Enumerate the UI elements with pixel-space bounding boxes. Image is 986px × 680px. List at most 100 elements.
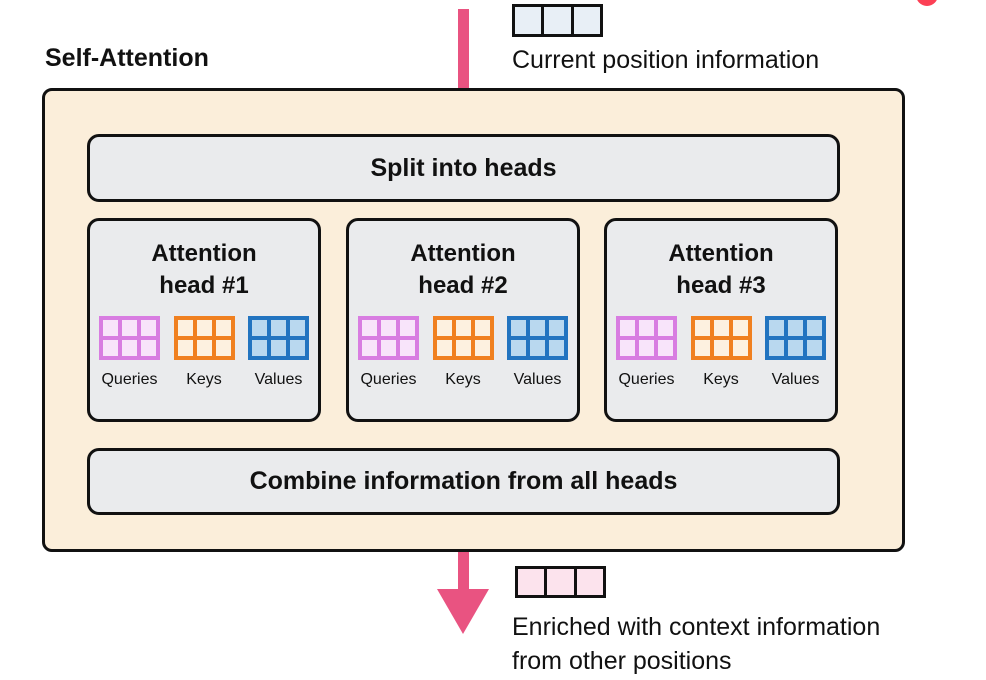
token-cell	[196, 320, 212, 336]
token-cell	[436, 320, 452, 336]
token-cell	[807, 320, 822, 336]
token-cell	[271, 320, 286, 336]
token-cell	[530, 340, 545, 356]
token-cell	[455, 340, 471, 356]
token-cell	[788, 340, 803, 356]
values-label: Values	[771, 371, 820, 388]
token-cell	[177, 340, 193, 356]
token-cell	[141, 320, 156, 336]
token-cell	[381, 320, 396, 336]
queries-label: Queries	[101, 371, 158, 388]
output-caption: Enriched with context information from o…	[512, 613, 881, 675]
token-cell	[400, 320, 415, 336]
keys-column: Keys	[173, 316, 235, 389]
token-cell	[122, 320, 137, 336]
self-attention-block: Split into heads Attention head #1 Queri…	[42, 88, 905, 552]
queries-label: Queries	[360, 371, 417, 388]
values-label: Values	[254, 371, 303, 388]
keys-matrix	[432, 316, 494, 360]
output-token-strip	[515, 566, 606, 598]
diagram-title: Self-Attention	[45, 44, 209, 72]
attention-head-2-box: Attention head #2 Queries Keys Values	[346, 218, 580, 422]
flow-arrow-output-head	[437, 589, 489, 634]
keys-label: Keys	[703, 371, 739, 388]
values-matrix	[765, 316, 826, 360]
token-cell	[518, 569, 545, 595]
values-column: Values	[248, 316, 309, 389]
token-cell	[252, 320, 267, 336]
split-into-heads-box: Split into heads	[87, 134, 840, 202]
keys-column: Keys	[690, 316, 752, 389]
token-cell	[658, 320, 673, 336]
keys-column: Keys	[432, 316, 494, 389]
token-cell	[732, 340, 748, 356]
flow-arrow-output-shaft	[458, 552, 469, 596]
token-cell	[215, 320, 231, 336]
token-cell	[549, 320, 564, 336]
token-cell	[436, 340, 452, 356]
token-cell	[769, 340, 784, 356]
red-dot-indicator	[916, 0, 938, 6]
token-cell	[400, 340, 415, 356]
values-column: Values	[765, 316, 826, 389]
combine-heads-box: Combine information from all heads	[87, 448, 840, 515]
input-token-strip	[512, 4, 603, 37]
values-label: Values	[513, 371, 562, 388]
input-caption: Current position information	[512, 46, 820, 74]
token-cell	[455, 320, 471, 336]
queries-matrix	[99, 316, 160, 360]
token-cell	[362, 340, 377, 356]
keys-matrix	[173, 316, 235, 360]
keys-label: Keys	[186, 371, 222, 388]
queries-matrix	[616, 316, 677, 360]
token-cell	[511, 340, 526, 356]
token-cell	[694, 320, 710, 336]
token-cell	[474, 320, 490, 336]
token-cell	[713, 320, 729, 336]
attention-head-1-title: Attention head #1	[151, 240, 257, 299]
token-cell	[639, 320, 654, 336]
values-matrix	[248, 316, 309, 360]
keys-matrix	[690, 316, 752, 360]
attention-head-3-box: Attention head #3 Queries Keys Values	[604, 218, 838, 422]
token-cell	[788, 320, 803, 336]
token-cell	[713, 340, 729, 356]
queries-column: Queries	[616, 316, 677, 389]
token-cell	[141, 340, 156, 356]
token-cell	[103, 320, 118, 336]
token-cell	[515, 7, 542, 34]
token-cell	[290, 340, 305, 356]
token-cell	[573, 7, 600, 34]
token-cell	[549, 340, 564, 356]
token-cell	[544, 7, 571, 34]
token-cell	[252, 340, 267, 356]
attention-head-3-title: Attention head #3	[668, 240, 774, 299]
token-cell	[639, 340, 654, 356]
token-cell	[196, 340, 212, 356]
token-cell	[620, 320, 635, 336]
token-cell	[807, 340, 822, 356]
values-column: Values	[507, 316, 568, 389]
attention-head-2-title: Attention head #2	[410, 240, 516, 299]
token-cell	[732, 320, 748, 336]
queries-column: Queries	[99, 316, 160, 389]
token-cell	[547, 569, 574, 595]
split-into-heads-label: Split into heads	[370, 153, 557, 182]
flow-arrow-input	[458, 9, 469, 89]
attention-head-1-box: Attention head #1 Queries Keys Values	[87, 218, 321, 422]
token-cell	[177, 320, 193, 336]
token-cell	[362, 320, 377, 336]
token-cell	[769, 320, 784, 336]
token-cell	[658, 340, 673, 356]
token-cell	[694, 340, 710, 356]
token-cell	[215, 340, 231, 356]
token-cell	[381, 340, 396, 356]
token-cell	[474, 340, 490, 356]
token-cell	[620, 340, 635, 356]
matrix-row: Queries Keys Values	[607, 302, 835, 389]
values-matrix	[507, 316, 568, 360]
matrix-row: Queries Keys Values	[349, 302, 577, 389]
token-cell	[271, 340, 286, 356]
token-cell	[576, 569, 603, 595]
queries-label: Queries	[618, 371, 675, 388]
